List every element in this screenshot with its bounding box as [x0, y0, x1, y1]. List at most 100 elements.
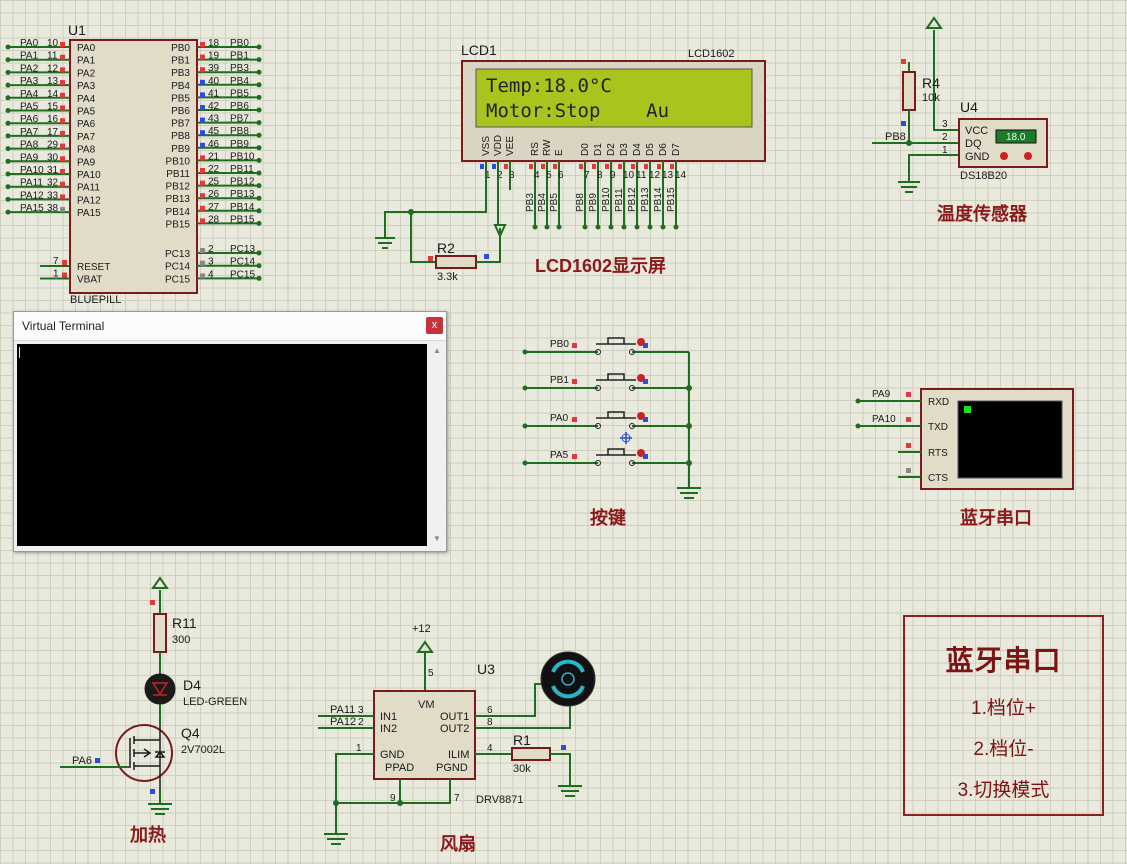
pin-terminal[interactable]	[855, 398, 861, 404]
fan-pin-num-vm: 5	[428, 668, 434, 679]
pin-terminal[interactable]	[5, 184, 11, 190]
push-button[interactable]: PB1	[522, 373, 693, 391]
mcu-right-name: PB12	[166, 182, 191, 193]
pin-terminal[interactable]	[5, 133, 11, 139]
push-button[interactable]: PA5	[522, 448, 693, 466]
pin-state	[60, 194, 65, 200]
virtual-terminal-title-text: Virtual Terminal	[22, 319, 105, 333]
pin-terminal[interactable]	[5, 44, 11, 50]
r1-value: 30k	[513, 763, 531, 775]
lcd-net-label: PB10	[601, 187, 612, 212]
pin-terminal[interactable]	[256, 145, 262, 151]
pin-state	[60, 169, 65, 174]
close-icon[interactable]: x	[426, 317, 443, 334]
pin-terminal[interactable]	[522, 385, 528, 391]
virtual-terminal-scrollbar[interactable]: ▲ ▼	[430, 344, 444, 546]
mcu-right-name: PB8	[171, 131, 190, 142]
pin-terminal[interactable]	[855, 423, 861, 429]
pin-state	[200, 79, 205, 85]
pin-terminal[interactable]	[5, 95, 11, 101]
mcu-right-num: 39	[208, 63, 220, 74]
scroll-up-icon[interactable]: ▲	[433, 346, 441, 355]
pin-terminal[interactable]	[5, 209, 11, 215]
pin-terminal[interactable]	[5, 158, 11, 164]
pin-terminal[interactable]	[5, 82, 11, 88]
pin-terminal[interactable]	[256, 250, 262, 256]
mcu-left-name: PA15	[77, 208, 101, 219]
virtual-terminal-screen[interactable]	[17, 344, 427, 546]
lcd-pin-label: D4	[632, 143, 643, 156]
pin-terminal[interactable]	[256, 44, 262, 50]
temperature-sensor[interactable]: R4 10k PB8 U4 VCC DQ GND 3 2 1 18.0 DS18…	[872, 16, 1048, 224]
mcu-right-net: PB5	[230, 88, 249, 99]
pin-terminal[interactable]	[256, 132, 262, 138]
pin-terminal[interactable]	[256, 82, 262, 88]
pin-terminal[interactable]	[256, 170, 262, 176]
pin-terminal[interactable]	[256, 195, 262, 201]
pin-terminal[interactable]	[5, 57, 11, 63]
lcd-module[interactable]: LCD1 LCD1602 Temp:18.0°C Motor:Stop Au V…	[461, 42, 766, 276]
pin-terminal[interactable]	[5, 171, 11, 177]
push-button[interactable]: PB0	[522, 337, 690, 355]
button-plunger	[596, 337, 636, 345]
pin-state	[200, 260, 205, 266]
scroll-down-icon[interactable]: ▼	[433, 534, 441, 543]
pin-terminal[interactable]	[256, 157, 262, 163]
fan-caption: 风扇	[440, 833, 476, 854]
pin-terminal[interactable]	[256, 208, 262, 214]
lcd-pin-num: 2	[497, 170, 503, 181]
pin-terminal[interactable]	[256, 94, 262, 100]
mcu-right-name: PB10	[166, 156, 191, 167]
mcu-left-name: PA2	[77, 68, 96, 79]
mcu-reset-name: VBAT	[77, 275, 102, 286]
pin-terminal[interactable]	[522, 349, 528, 355]
pin-terminal[interactable]	[256, 57, 262, 63]
lcd-pin-num: 10	[623, 170, 635, 181]
pin-terminal[interactable]	[5, 146, 11, 152]
pin-state	[200, 92, 205, 98]
pin-state	[631, 164, 635, 169]
r11-ref: R11	[172, 615, 197, 631]
pin-terminal[interactable]	[256, 275, 262, 281]
fan-driver-circuit[interactable]: +12 U3 VM 5 IN1 IN2 GND PPAD OUT1 OUT2 I…	[318, 623, 596, 854]
pin-terminal[interactable]	[256, 220, 262, 226]
virtual-terminal-window[interactable]: Virtual Terminal x ▲ ▼	[13, 311, 447, 552]
pin-terminal[interactable]	[5, 196, 11, 202]
lcd-pin-num: 6	[558, 170, 564, 181]
push-button[interactable]: PA0	[522, 411, 693, 429]
pin-terminal[interactable]	[256, 263, 262, 269]
mcu-right-num: 43	[208, 114, 220, 125]
lcd-ref: LCD1	[461, 42, 497, 58]
button-contact	[595, 385, 601, 391]
lcd-contrast-circuit: R2 3.3k	[375, 165, 511, 283]
pin-terminal[interactable]	[256, 120, 262, 126]
heater-circuit[interactable]: R11 300 D4 LED-GREEN PA6 Q4 2V7002L 加热	[60, 576, 247, 845]
text-cursor	[19, 347, 20, 358]
pin-terminal[interactable]	[256, 69, 262, 75]
r2-ref: R2	[437, 240, 455, 256]
bluetooth-caption: 蓝牙串口	[960, 508, 1032, 528]
mcu-left-net: PA5	[20, 102, 39, 113]
pin-terminal[interactable]	[522, 423, 528, 429]
pin-terminal[interactable]	[256, 183, 262, 189]
sensor-up-button[interactable]	[1024, 152, 1032, 160]
lcd-pin-num: 3	[509, 170, 515, 181]
pin-terminal[interactable]	[5, 120, 11, 126]
button-contact	[629, 385, 635, 391]
lcd-net-label: PB11	[614, 188, 625, 212]
pin-terminal[interactable]	[5, 108, 11, 113]
led-ref: D4	[183, 677, 201, 693]
sensor-pin-dq: DQ	[965, 138, 982, 150]
led-icon	[144, 673, 176, 705]
sensor-down-button[interactable]	[1000, 152, 1008, 160]
mcu-left-net: PA10	[20, 165, 44, 176]
virtual-terminal-title[interactable]: Virtual Terminal x	[14, 312, 446, 341]
mcu-right-name: PB11	[166, 169, 190, 180]
pin-terminal[interactable]	[5, 69, 11, 75]
pin-terminal[interactable]	[256, 107, 262, 113]
pin-terminal[interactable]	[522, 460, 528, 466]
